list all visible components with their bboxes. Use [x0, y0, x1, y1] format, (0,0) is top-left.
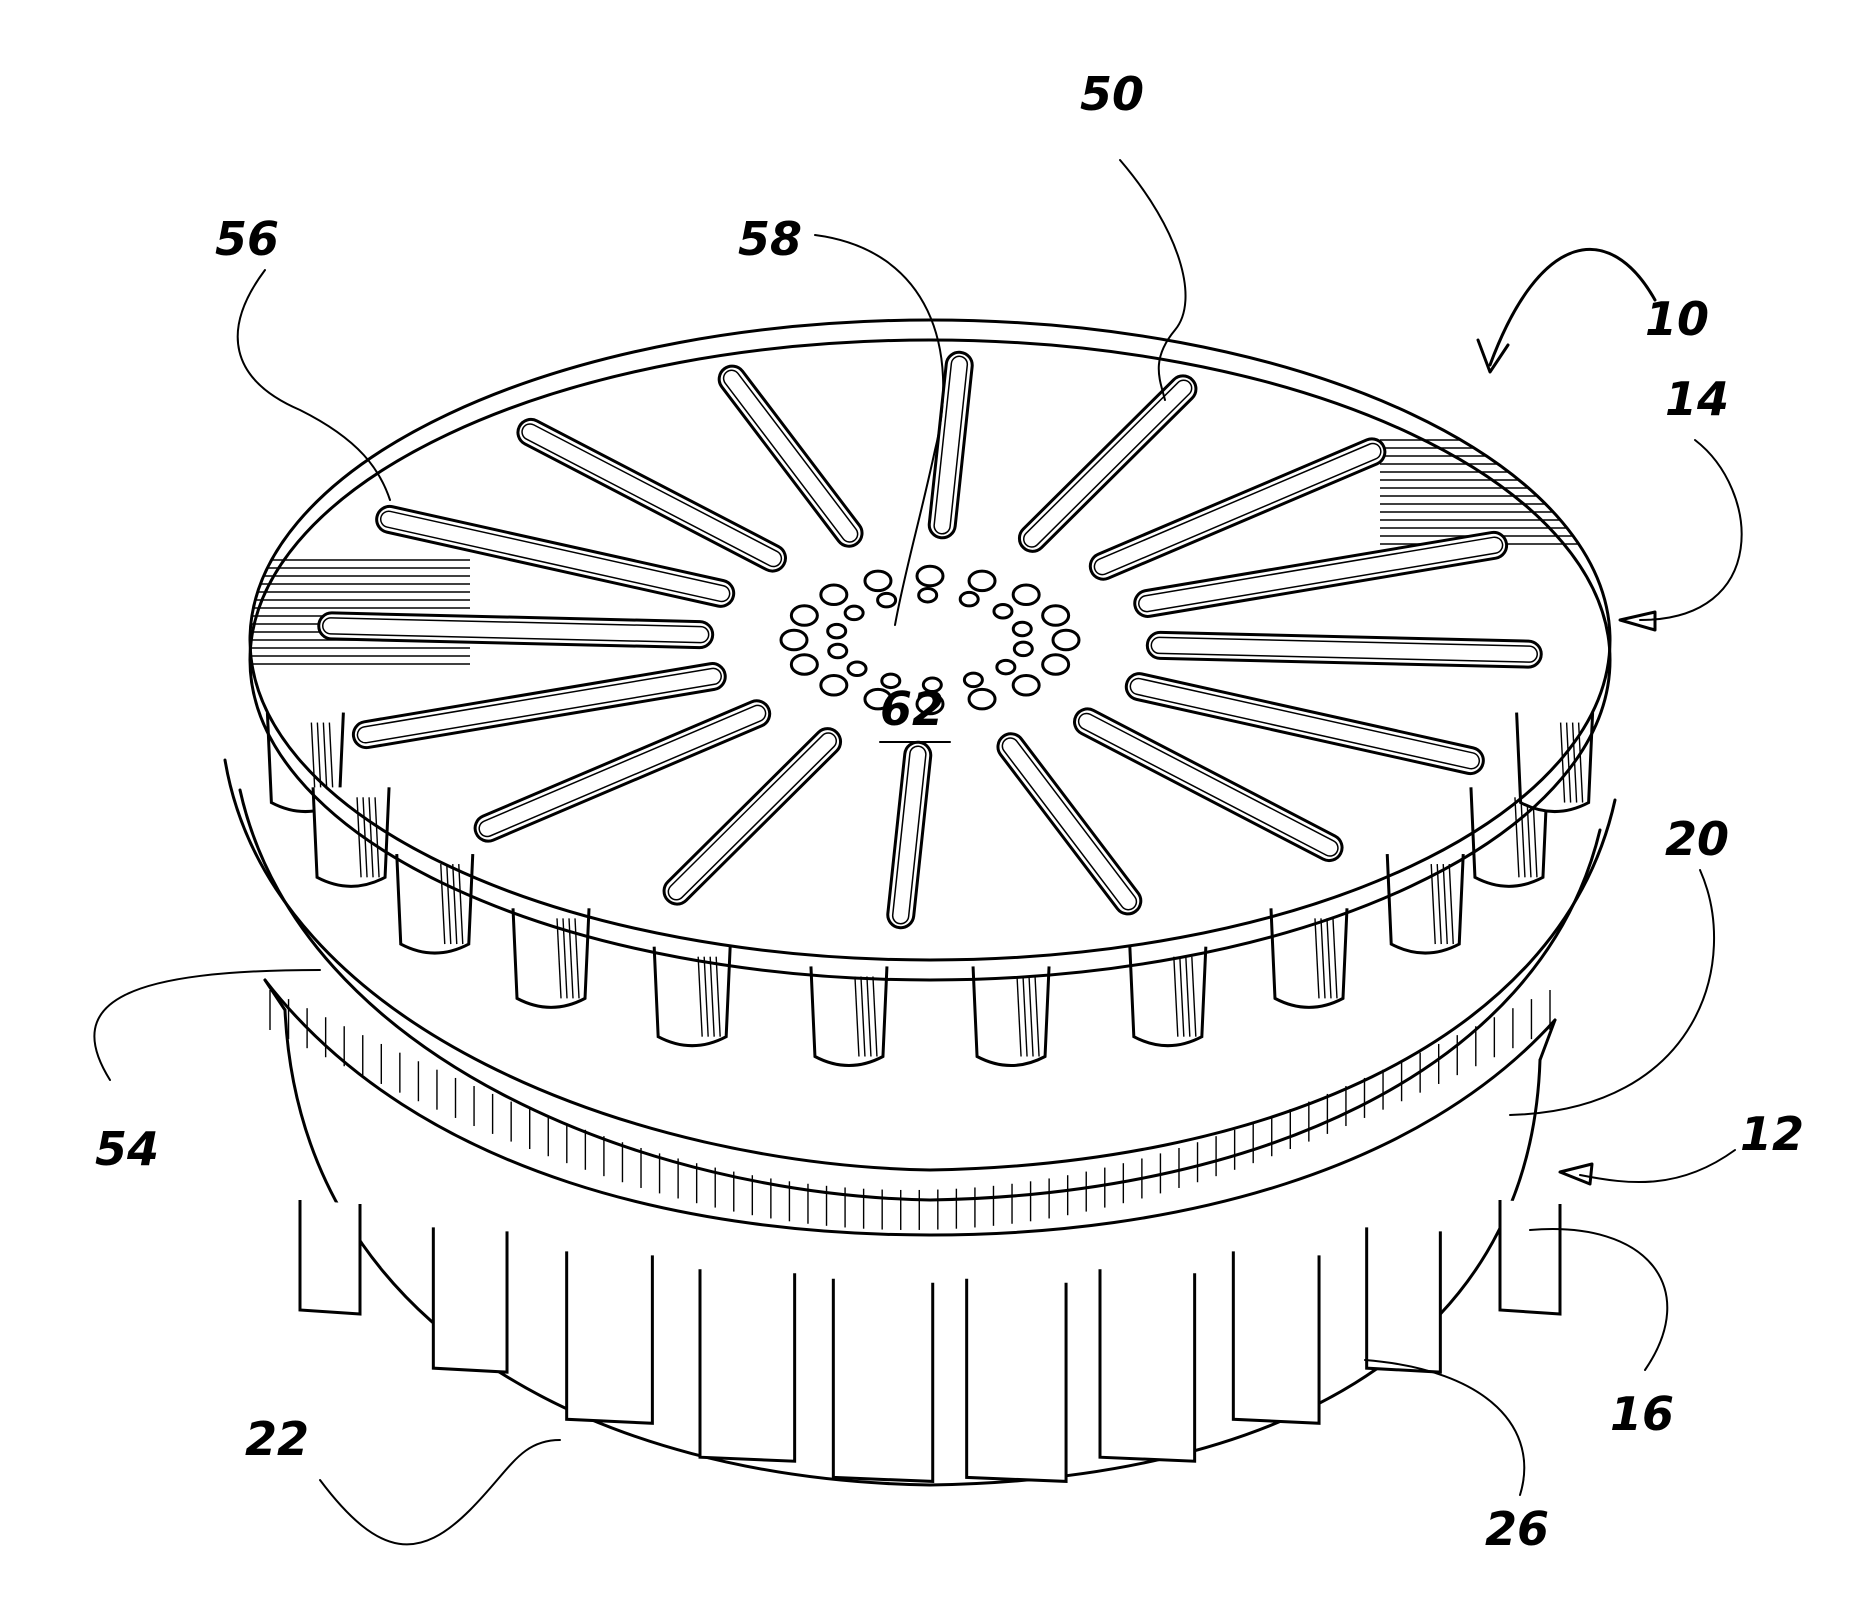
label-10: 10: [1645, 292, 1709, 346]
center-hole: [969, 571, 995, 591]
side-window: [300, 1200, 360, 1314]
radial-slot: [928, 351, 974, 539]
radial-slot: [993, 729, 1146, 920]
side-window: [567, 1251, 653, 1423]
label-54: 54: [95, 1122, 159, 1176]
center-hole: [791, 606, 817, 626]
label-14: 14: [1665, 372, 1729, 426]
side-windows: [300, 1200, 1560, 1481]
center-hole: [791, 655, 817, 675]
center-hole: [848, 662, 866, 676]
label-58: 58: [738, 212, 802, 266]
center-hole: [997, 660, 1015, 674]
center-hole: [994, 604, 1012, 618]
side-window: [700, 1269, 795, 1461]
center-hole: [829, 644, 847, 658]
label-16: 16: [1610, 1387, 1674, 1441]
center-hole: [960, 592, 978, 606]
center-hole: [865, 571, 891, 591]
top-lid: 62: [250, 320, 1610, 1134]
label-56: 56: [215, 212, 279, 266]
center-hole: [828, 624, 846, 638]
center-hole: [1043, 655, 1069, 675]
center-hole: [1013, 585, 1039, 605]
radial-slot: [886, 741, 932, 929]
label-62: 62: [880, 682, 944, 736]
rim-ribbing: [270, 990, 1550, 1230]
label-26: 26: [1485, 1502, 1549, 1556]
center-hole: [917, 566, 943, 586]
side-window: [1233, 1251, 1319, 1423]
center-hole: [964, 673, 982, 687]
side-window: [1500, 1200, 1560, 1314]
center-hole: [878, 593, 896, 607]
label-50: 50: [1080, 67, 1144, 121]
center-hole: [781, 630, 807, 650]
center-hole: [1014, 642, 1032, 656]
center-hole: [1053, 630, 1079, 650]
center-hole: [1013, 676, 1039, 696]
center-hole: [919, 588, 937, 602]
center-hole: [1043, 606, 1069, 626]
label-22: 22: [245, 1412, 309, 1466]
center-hole: [845, 606, 863, 620]
side-window: [967, 1279, 1066, 1482]
label-20: 20: [1665, 812, 1729, 866]
side-window: [1100, 1269, 1195, 1461]
base-housing: [265, 980, 1560, 1485]
radial-slot: [1147, 632, 1542, 667]
side-window: [833, 1279, 932, 1482]
label-12: 12: [1740, 1107, 1804, 1161]
radial-slot: [318, 613, 713, 648]
center-hole: [821, 585, 847, 605]
radial-slot: [714, 361, 867, 552]
radial-slots: [318, 351, 1541, 929]
side-window: [1367, 1227, 1441, 1372]
center-hole: [1013, 622, 1031, 636]
side-window: [433, 1227, 507, 1372]
center-hole: [969, 689, 995, 709]
center-hole: [821, 676, 847, 696]
